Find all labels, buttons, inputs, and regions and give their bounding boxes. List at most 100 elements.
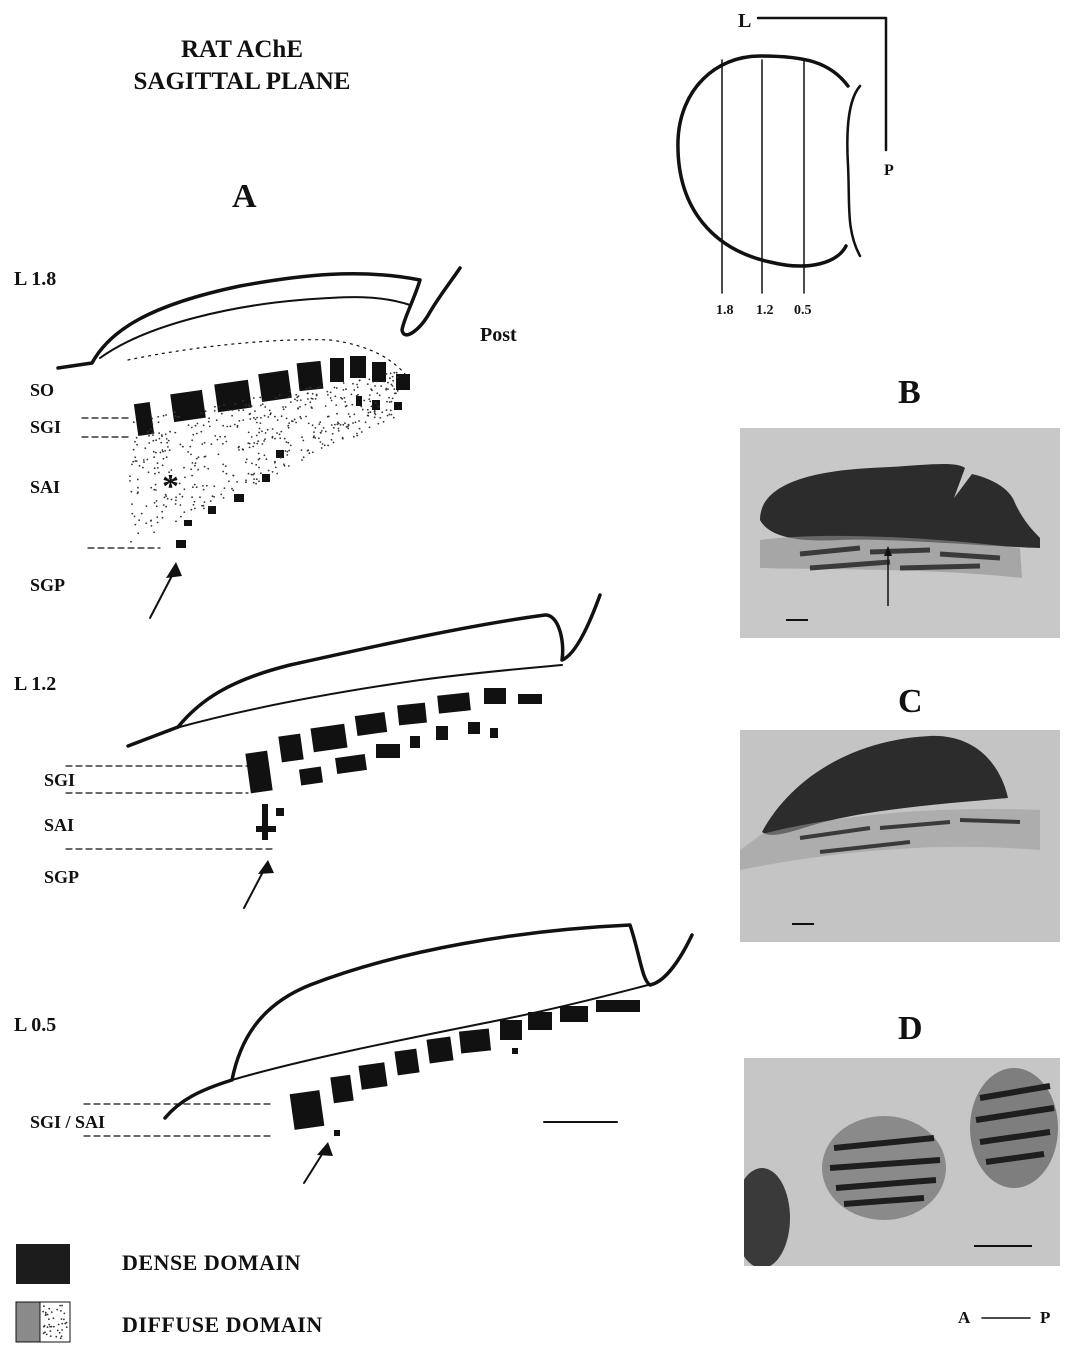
- stipple-dot: [171, 478, 173, 481]
- stipple-dot: [155, 439, 158, 442]
- stipple-dot: [190, 426, 193, 429]
- stipple-dot: [282, 408, 285, 411]
- stipple-dot: [356, 383, 358, 386]
- stipple-dot: [284, 406, 287, 408]
- stipple-dot: [130, 540, 132, 543]
- stipple-dot: [332, 426, 335, 429]
- stipple-dot: [344, 405, 347, 408]
- stipple-dot: [290, 420, 293, 422]
- stipple-dot: [135, 436, 138, 439]
- stipple-dot: [259, 396, 262, 399]
- stipple-dot: [136, 478, 139, 481]
- stipple-dot: [165, 438, 168, 440]
- stipple-dot: [355, 394, 358, 397]
- stipple-dot: [245, 479, 248, 482]
- level-label-l18: L 1.8: [14, 268, 57, 290]
- inset-label-l: L: [738, 10, 752, 32]
- stipple-dot: [294, 398, 296, 401]
- stipple-dot: [146, 458, 149, 461]
- stipple-dot: [358, 420, 360, 422]
- stipple-dot: [191, 462, 194, 464]
- stipple-dot: [267, 416, 270, 418]
- stipple-dot: [352, 435, 355, 438]
- stipple-dot: [313, 431, 315, 433]
- stipple-dot: [366, 414, 369, 417]
- stipple-dot: [373, 410, 376, 413]
- stipple-dot: [174, 431, 177, 434]
- stipple-dot: [315, 393, 318, 396]
- stipple-dot: [302, 439, 305, 442]
- stipple-dot: [250, 473, 253, 476]
- stipple-dot: [190, 453, 192, 456]
- stipple-dot: [385, 388, 387, 391]
- stipple-dot: [353, 413, 356, 416]
- stipple-dot: [392, 379, 394, 382]
- section-l05: [83, 923, 694, 1137]
- stipple-dot: [257, 458, 260, 461]
- stipple-dot: [158, 471, 160, 474]
- stipple-dot: [203, 465, 206, 468]
- stipple-dot: [175, 496, 178, 499]
- stipple-dot: [163, 496, 166, 499]
- stipple-dot: [319, 431, 322, 434]
- stipple-dot: [283, 464, 286, 467]
- stipple-dot: [326, 390, 329, 393]
- stipple-dot: [320, 447, 323, 449]
- stipple-dot: [337, 422, 340, 425]
- stipple-dot: [190, 508, 193, 511]
- stipple-dot: [352, 422, 354, 424]
- legend-stipple-dot: [43, 1305, 45, 1308]
- stipple-dot: [256, 442, 259, 445]
- stipple-dot: [390, 383, 393, 386]
- stipple-dot: [386, 414, 389, 417]
- inset-label-p: P: [884, 162, 894, 179]
- stipple-dot: [136, 443, 139, 446]
- stipple-dot: [222, 424, 225, 427]
- stipple-dot: [200, 430, 203, 433]
- stipple-dot: [280, 456, 282, 459]
- stipple-dot: [334, 423, 336, 426]
- stipple-dot: [205, 484, 208, 487]
- stipple-dot: [314, 437, 317, 439]
- layer-label-sai-2: SAI: [44, 815, 75, 835]
- stipple-dot: [160, 441, 163, 444]
- legend-stipple-dot: [46, 1313, 49, 1316]
- legend-diffuse-swatch-grey: [15, 1301, 41, 1343]
- stipple-dot: [147, 471, 150, 474]
- stipple-dot: [251, 462, 253, 465]
- stipple-dot: [223, 487, 226, 489]
- stipple-dot: [377, 422, 380, 425]
- legend-stipple-dot: [42, 1332, 45, 1335]
- legend-stipple-dot: [49, 1325, 51, 1328]
- stipple-dot: [256, 421, 258, 424]
- stipple-dot: [155, 451, 157, 454]
- stipple-dot: [164, 450, 167, 452]
- stipple-dot: [335, 404, 338, 406]
- stipple-dot: [252, 473, 255, 476]
- stipple-dot: [309, 401, 312, 404]
- stipple-dot: [161, 435, 163, 438]
- stipple-dot: [357, 393, 359, 396]
- stipple-dot: [324, 405, 327, 407]
- stipple-dot: [395, 392, 397, 395]
- stipple-dot: [162, 450, 164, 453]
- panel-label-c: C: [898, 683, 923, 720]
- panel-label-b: B: [898, 374, 921, 411]
- stipple-dot: [179, 504, 182, 506]
- stipple-dot: [153, 467, 156, 470]
- stipple-dot: [360, 405, 363, 408]
- layer-label-so: SO: [30, 380, 55, 400]
- stipple-dot: [390, 413, 393, 416]
- stipple-dot: [224, 465, 227, 467]
- stipple-dot: [196, 457, 198, 460]
- stipple-dot: [231, 409, 234, 411]
- stipple-dot: [231, 487, 233, 490]
- stipple-dot: [305, 387, 308, 390]
- level-label-l05: L 0.5: [14, 1014, 57, 1036]
- stipple-dot: [274, 466, 277, 469]
- stipple-dot: [395, 371, 398, 374]
- legend-stipple-dot: [52, 1317, 55, 1320]
- stipple-dot: [287, 426, 290, 429]
- stipple-dot: [263, 454, 266, 457]
- stipple-dot: [286, 450, 289, 453]
